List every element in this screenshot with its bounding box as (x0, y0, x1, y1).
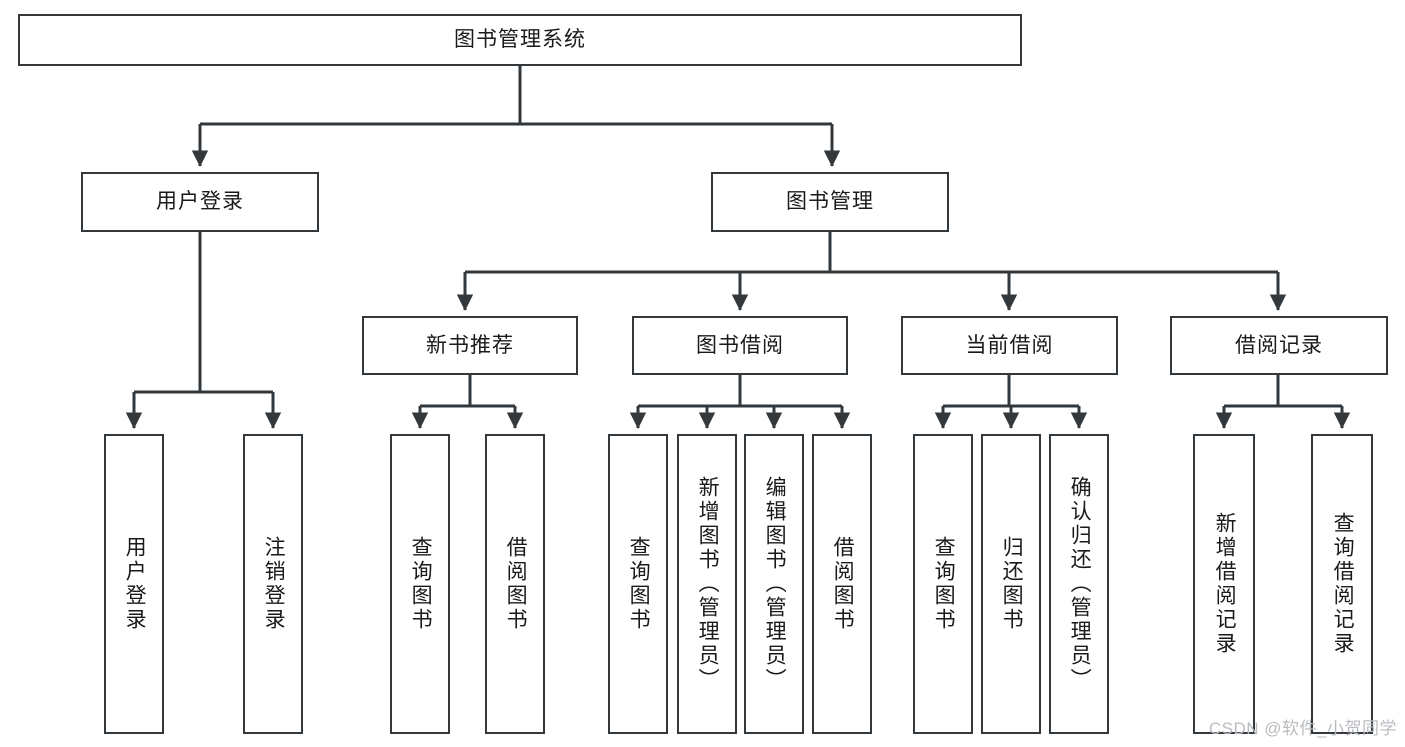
node-leaf-logout[interactable]: 注销登录 (243, 434, 303, 734)
edge-group-borrow-record (1215, 375, 1351, 429)
node-leaf-return-book[interactable]: 归还图书 (981, 434, 1041, 734)
node-book-borrow-label: 图书借阅 (696, 333, 784, 357)
node-leaf-user-login[interactable]: 用户登录 (104, 434, 164, 734)
edge-group-new-book (411, 375, 524, 429)
node-book-manage-label: 图书管理 (786, 190, 874, 214)
edge-group-book-manage (456, 232, 1287, 311)
edge-group-current-borrow (934, 375, 1088, 429)
node-leaf-query-record-label: 查询借阅记录 (1331, 512, 1355, 656)
node-leaf-logout-label: 注销登录 (262, 536, 286, 632)
node-leaf-borrow-book-label: 借阅图书 (831, 536, 855, 632)
node-leaf-confirm-return[interactable]: 确认归还（管理员） (1049, 434, 1109, 734)
node-leaf-borrow-book-rec[interactable]: 借阅图书 (485, 434, 545, 734)
node-leaf-edit-book-label: 编辑图书（管理员） (763, 476, 787, 692)
node-borrow-record-label: 借阅记录 (1235, 333, 1323, 357)
edge-group-root (191, 66, 841, 167)
node-leaf-query-book-cur[interactable]: 查询图书 (913, 434, 973, 734)
node-new-book-recommend-label: 新书推荐 (426, 333, 514, 357)
edge-group-user-login (125, 232, 282, 429)
node-leaf-add-record-label: 新增借阅记录 (1213, 512, 1237, 656)
node-leaf-user-login-label: 用户登录 (123, 536, 147, 632)
node-current-borrow[interactable]: 当前借阅 (901, 316, 1118, 375)
csdn-watermark: CSDN @软件_小贺同学 (1208, 719, 1397, 738)
node-leaf-add-book[interactable]: 新增图书（管理员） (677, 434, 737, 734)
node-leaf-borrow-book-rec-label: 借阅图书 (504, 536, 528, 632)
node-book-borrow[interactable]: 图书借阅 (632, 316, 848, 375)
node-leaf-edit-book[interactable]: 编辑图书（管理员） (744, 434, 804, 734)
node-new-book-recommend[interactable]: 新书推荐 (362, 316, 578, 375)
node-leaf-confirm-return-label: 确认归还（管理员） (1068, 476, 1092, 692)
node-borrow-record[interactable]: 借阅记录 (1170, 316, 1388, 375)
node-root-label: 图书管理系统 (454, 28, 586, 52)
node-leaf-query-record[interactable]: 查询借阅记录 (1311, 434, 1373, 734)
node-user-login[interactable]: 用户登录 (81, 172, 319, 232)
node-leaf-query-book-rec-label: 查询图书 (409, 536, 433, 632)
node-leaf-query-book-borrow[interactable]: 查询图书 (608, 434, 668, 734)
node-leaf-borrow-book[interactable]: 借阅图书 (812, 434, 872, 734)
node-leaf-query-book-rec[interactable]: 查询图书 (390, 434, 450, 734)
node-user-login-label: 用户登录 (156, 190, 244, 214)
edge-group-book-borrow (629, 375, 851, 429)
node-current-borrow-label: 当前借阅 (965, 333, 1054, 357)
node-leaf-add-record[interactable]: 新增借阅记录 (1193, 434, 1255, 734)
node-root[interactable]: 图书管理系统 (18, 14, 1022, 66)
node-leaf-query-book-cur-label: 查询图书 (932, 536, 956, 632)
node-leaf-return-book-label: 归还图书 (1000, 536, 1024, 632)
node-leaf-add-book-label: 新增图书（管理员） (696, 476, 720, 692)
node-leaf-query-book-borrow-label: 查询图书 (627, 536, 651, 632)
node-book-manage[interactable]: 图书管理 (711, 172, 949, 232)
